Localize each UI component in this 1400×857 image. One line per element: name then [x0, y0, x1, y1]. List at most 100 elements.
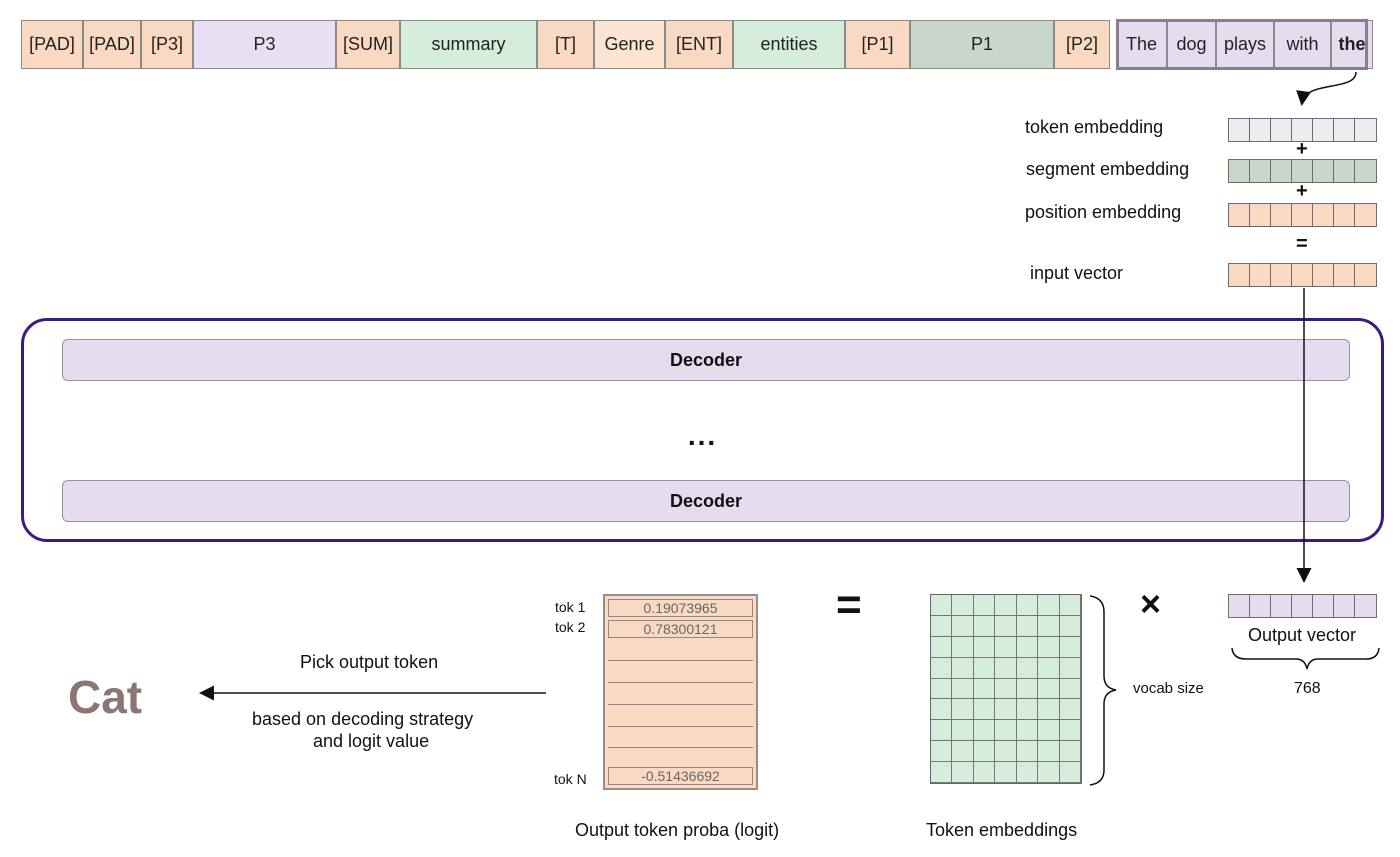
token-9: entities: [733, 20, 845, 69]
matrix-cell: [931, 636, 953, 658]
token-8: [ENT]: [665, 20, 733, 69]
matrix-cell: [1059, 595, 1081, 616]
token-0: [PAD]: [21, 20, 83, 69]
logit-value-text: and logit value: [313, 731, 430, 751]
vocab-size-brace: [1089, 595, 1117, 786]
output-vector-label: Output vector: [1248, 625, 1357, 645]
matrix-cell: [1059, 636, 1081, 658]
matrix-cell: [973, 636, 996, 658]
matrix-cell: [995, 595, 1017, 616]
matrix-cell: [1059, 762, 1081, 783]
matrix-cell: [995, 762, 1017, 783]
matrix-cell: [1038, 720, 1060, 742]
token-4: [SUM]: [336, 20, 400, 69]
matrix-cell: [1016, 699, 1039, 721]
matrix-cell: [1016, 636, 1039, 658]
matrix-cell: [952, 741, 974, 763]
token-3: P3: [193, 20, 336, 69]
times-operator: ×: [1140, 583, 1162, 624]
matrix-cell: [952, 762, 974, 783]
output-dim-brace: [1231, 647, 1380, 670]
matrix-cell: [1038, 699, 1060, 721]
matrix-cell: [1038, 636, 1060, 658]
plus-operator-1: +: [1296, 138, 1308, 160]
matrix-cell: [1038, 678, 1060, 700]
matrix-cell: [952, 636, 974, 658]
token-5: summary: [400, 20, 537, 69]
matrix-cell: [1059, 699, 1081, 721]
logit-row-separator: [608, 682, 753, 683]
matrix-cell: [1016, 595, 1039, 616]
matrix-cell: [952, 595, 974, 616]
token-10: [P1]: [845, 20, 910, 69]
matrix-cell: [1016, 741, 1039, 763]
matrix-cell: [995, 615, 1017, 637]
vector-cell: [1292, 160, 1313, 182]
token-1: [PAD]: [83, 20, 141, 69]
input-vector-label: input vector: [1030, 263, 1124, 283]
matrix-cell: [995, 636, 1017, 658]
vocab-size-label: vocab size: [1133, 680, 1204, 697]
vector-cell: [1229, 264, 1250, 286]
matrix-cell: [1038, 657, 1060, 679]
position-embedding-label: position embedding: [1025, 202, 1182, 222]
vector-cell: [1334, 204, 1355, 226]
vector-cell: [1250, 119, 1271, 141]
matrix-cell: [995, 741, 1017, 763]
vector-cell: [1271, 160, 1292, 182]
input-vector: [1228, 263, 1377, 287]
decoder-ellipsis: ...: [687, 420, 718, 451]
matrix-cell: [931, 762, 953, 783]
token-12: [P2]: [1054, 20, 1110, 69]
vector-cell: [1292, 119, 1313, 141]
vector-cell: [1229, 119, 1250, 141]
vector-cell: [1229, 595, 1250, 617]
logit-value-tok-2: 0.78300121: [608, 620, 753, 638]
matrix-cell: [995, 657, 1017, 679]
vector-cell: [1271, 264, 1292, 286]
vector-cell: [1313, 204, 1334, 226]
matrix-cell: [973, 615, 996, 637]
logit-row-separator: [608, 660, 753, 661]
vector-cell: [1250, 595, 1271, 617]
matrix-cell: [931, 657, 953, 679]
matrix-cell: [995, 678, 1017, 700]
token-14: dog: [1167, 20, 1216, 69]
matrix-cell: [995, 699, 1017, 721]
decoder-layer-top: Decoder: [62, 339, 1350, 381]
token-11: P1: [910, 20, 1054, 69]
token-7: Genre: [594, 20, 665, 69]
matrix-cell: [995, 720, 1017, 742]
matrix-cell: [1016, 720, 1039, 742]
token-strip: [PAD][PAD][P3]P3[SUM]summary[T]Genre[ENT…: [21, 19, 1373, 71]
tok-1-label: tok 1: [555, 599, 586, 615]
logit-row-separator: [608, 747, 753, 748]
matrix-cell: [1059, 615, 1081, 637]
matrix-cell: [1016, 615, 1039, 637]
logit-row-separator: [608, 726, 753, 727]
vector-cell: [1334, 160, 1355, 182]
segment-embedding-vector: [1228, 159, 1377, 183]
output-token-result: Cat: [68, 671, 143, 723]
tok-2-label: tok 2: [555, 619, 586, 635]
vector-cell: [1250, 160, 1271, 182]
token-embedding-label: token embedding: [1025, 117, 1164, 137]
matrix-cell: [1016, 657, 1039, 679]
matrix-cell: [931, 595, 953, 616]
matrix-cell: [973, 741, 996, 763]
vector-cell: [1313, 119, 1334, 141]
token-15: plays: [1216, 20, 1274, 69]
decoder-layer-bottom: Decoder: [62, 480, 1350, 522]
vector-cell: [1229, 160, 1250, 182]
token-embedding-matrix: [930, 594, 1082, 784]
token-16: with: [1274, 20, 1331, 69]
token-embeddings-caption: Token embeddings: [926, 820, 1078, 840]
vector-cell: [1313, 160, 1334, 182]
matrix-cell: [952, 699, 974, 721]
vector-cell: [1292, 264, 1313, 286]
matrix-cell: [952, 657, 974, 679]
vector-cell: [1292, 595, 1313, 617]
matrix-cell: [973, 720, 996, 742]
vector-cell: [1271, 595, 1292, 617]
